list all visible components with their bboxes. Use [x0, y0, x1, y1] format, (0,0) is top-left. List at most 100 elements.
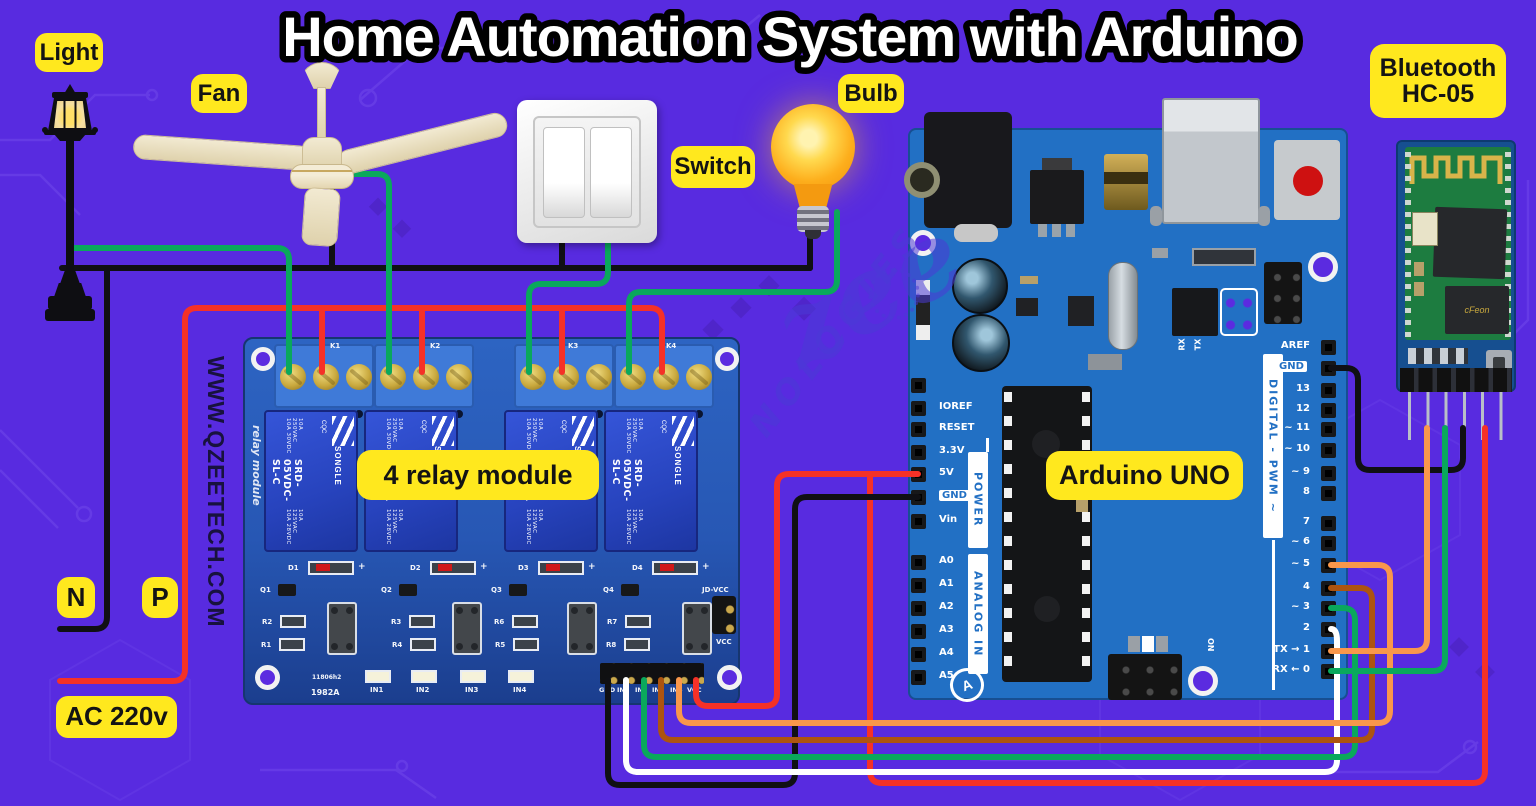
label-arduino-uno: Arduino UNO	[1046, 451, 1243, 500]
terminal-screw	[553, 364, 579, 390]
fan-rod	[317, 87, 326, 141]
relay-marking: 10A 250VAC 10A 30VDC	[285, 418, 303, 454]
terminal-screw	[620, 364, 646, 390]
terminal-screw	[413, 364, 439, 390]
wire-red-phase-bus	[57, 305, 665, 684]
wire-green-bulb-k4	[626, 209, 840, 375]
hc05-button-cap	[1493, 357, 1505, 371]
crystal-oscillator	[1108, 262, 1138, 350]
hc05-smd	[1412, 212, 1438, 246]
switch-rocker	[590, 127, 632, 218]
fan-blade-bottom	[301, 186, 341, 248]
mount-hole	[1188, 666, 1218, 696]
wire-black-neutral-drop	[57, 265, 110, 632]
terminal-screw	[520, 364, 546, 390]
relay-1: 10A 250VAC 10A 30VDC SRD-05VDC-SL-C 10A 12…	[264, 410, 358, 552]
header-2x3	[1264, 262, 1302, 324]
relay-stripes	[332, 416, 354, 446]
hc05-flash-chip: cFeon	[1445, 286, 1509, 334]
usb-clip	[1258, 206, 1270, 226]
arduino-uno-board: A POWER ANALOG IN DIGITAL - PWM ~ RX TX …	[904, 98, 1348, 707]
smd	[1192, 248, 1256, 266]
relay-stripes	[672, 416, 694, 446]
wire-red-5v-hc05	[867, 425, 1488, 786]
fan-hub	[290, 164, 354, 189]
power-group-tick	[986, 438, 989, 452]
bulb-neck	[793, 184, 833, 208]
smd	[1020, 276, 1038, 284]
relay-marking: 10A 125VAC 10A 28VDC	[285, 509, 303, 546]
label-switch: Switch	[671, 146, 755, 188]
wire-green-fan-k2	[339, 171, 392, 375]
capacitor	[952, 258, 1008, 314]
hc05-castellation	[1505, 152, 1511, 337]
hc05-smd-row	[1408, 348, 1468, 364]
title-banner: Home Automation System with Arduino	[276, 0, 1306, 75]
mount-hole	[255, 665, 280, 690]
bulb-screw-base	[797, 206, 829, 232]
label-bulb: Bulb	[838, 74, 904, 113]
wire-red-5v-relay-vcc	[693, 471, 921, 709]
relay-marking: SRD-05VDC-SL-C	[610, 458, 643, 502]
barrel-jack-base	[954, 224, 998, 242]
hc05-antenna-trace	[1409, 155, 1503, 184]
wire-black-gnd-hc05	[1328, 365, 1466, 473]
usb-controller-chip	[1172, 288, 1218, 336]
wire-brown-in3-d4	[658, 585, 1375, 743]
mount-hole	[910, 230, 936, 256]
wire-orange-in4-d5	[676, 562, 1393, 726]
wire-white-in1-d2	[623, 626, 1340, 775]
relay-cert: CQC	[320, 420, 326, 434]
relay-cert: CQC	[420, 420, 426, 434]
switch-rocker	[543, 127, 585, 218]
terminal-hole	[695, 410, 703, 418]
label-ac-220v: AC 220v	[56, 696, 177, 738]
relay-cert: CQC	[660, 420, 666, 434]
wire-green-in2-d3	[641, 605, 1358, 760]
relay-text: 10A 250VAC 10A 30VDC SRD-05VDC-SL-C 10A 12…	[270, 418, 303, 548]
wall-switch	[517, 100, 657, 243]
relay-marking: 10A 125VAC 10A 28VDC	[385, 509, 403, 546]
terminal-screw	[280, 364, 306, 390]
led-bar	[1128, 636, 1140, 652]
relay-marking: 10A 250VAC 10A 30VDC	[525, 418, 543, 454]
atmega-dimple	[1034, 596, 1060, 622]
label-fan: Fan	[191, 74, 247, 113]
atmega-pins-right	[1082, 392, 1090, 676]
smd-capacitor-band	[1104, 172, 1148, 184]
relay-marking: 10A 125VAC 10A 28VDC	[525, 509, 543, 546]
page-title: Home Automation System with Arduino	[282, 5, 1298, 68]
label-phase: P	[142, 577, 178, 618]
relay-marking: 10A 250VAC 10A 30VDC	[625, 418, 643, 454]
wire-green-switch-k3	[526, 239, 611, 375]
site-watermark: WWW.QZEETECH.COM	[203, 356, 229, 628]
digital-group-label: DIGITAL - PWM ~	[1263, 354, 1283, 538]
mount-hole	[717, 665, 742, 690]
relay-marking: SRD-05VDC-SL-C	[270, 458, 303, 502]
label-light: Light	[35, 33, 103, 72]
label-relay-module: 4 relay module	[357, 450, 599, 500]
brand-watermark-swirl	[868, 268, 920, 320]
reset-button-cap	[1293, 166, 1323, 196]
relay-brand: SONGLE	[333, 446, 342, 486]
terminal-hole	[595, 410, 603, 418]
barrel-jack-ring	[904, 162, 940, 198]
relay-stripes	[572, 416, 594, 446]
terminal-screw	[586, 364, 612, 390]
relay-brand: SONGLE	[673, 446, 682, 486]
relay-marking: 10A 250VAC 10A 30VDC	[385, 418, 403, 454]
terminal-screw	[653, 364, 679, 390]
regulator-legs	[1038, 224, 1047, 237]
8pin-ic	[1068, 296, 1094, 326]
barrel-jack	[924, 112, 1012, 228]
terminal-hole	[355, 410, 363, 418]
relay-cert: CQC	[560, 420, 566, 434]
icsp2-pads	[1220, 288, 1258, 336]
voltage-regulator	[1030, 170, 1084, 224]
bulb-tip	[805, 230, 821, 239]
wire-black-gnd-relay	[605, 494, 921, 788]
terminal-screw	[686, 364, 712, 390]
relay-stripes	[432, 416, 454, 446]
mount-hole	[1308, 252, 1338, 282]
